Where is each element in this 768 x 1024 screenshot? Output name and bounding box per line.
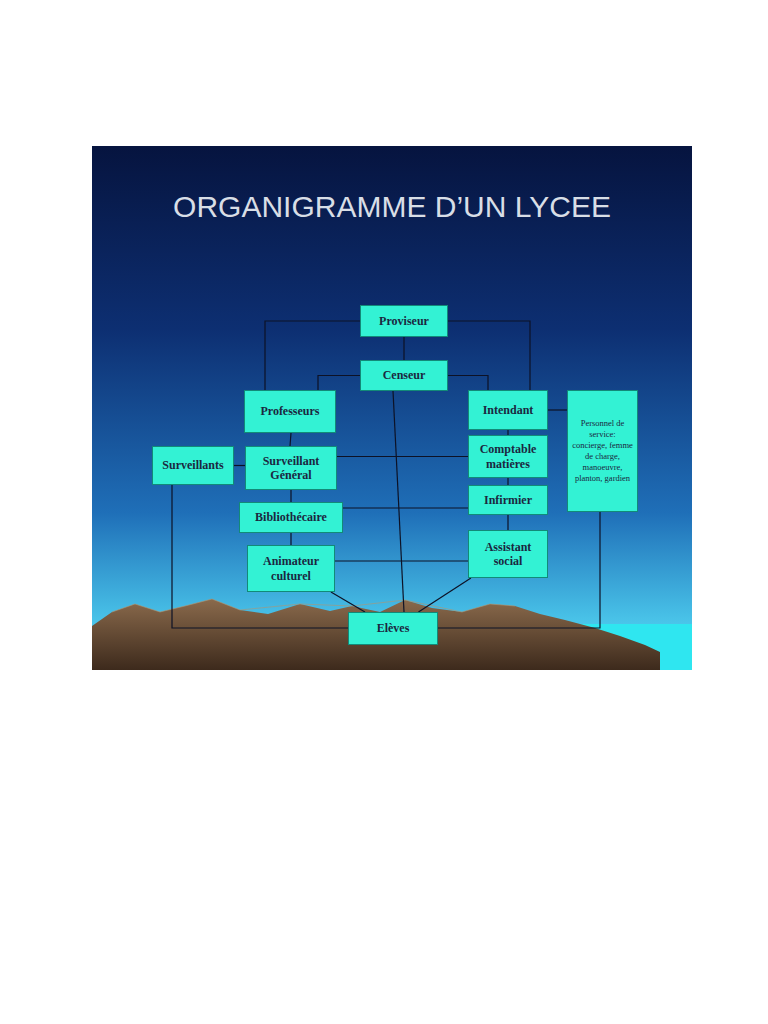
org-box: Infirmier [468,485,548,515]
connector-line [234,465,245,466]
connector-line [290,433,291,446]
connector-line [507,515,508,530]
connector-line [418,578,470,612]
org-box: Censeur [360,360,448,391]
org-box: Surveillants [152,446,234,485]
box-label: Personnel de service: concierge, femme d… [571,418,634,484]
box-label: Assistant social [473,540,543,569]
box-label: Intendant [483,403,534,417]
connector-line [403,337,404,360]
box-label: Censeur [383,368,426,382]
org-box: Assistant social [468,530,548,578]
org-box: Bibliothécaire [239,502,343,533]
connector-line [507,478,508,485]
connector-line [548,409,567,410]
org-box: Proviseur [360,305,448,337]
diagram-title: ORGANIGRAMME D’UN LYCEE [92,190,692,224]
org-box: Professeurs [244,390,336,433]
org-box: Intendant [468,390,548,430]
box-label: Surveillant Général [250,454,332,483]
connector-line [343,507,468,508]
connector-line [290,490,291,502]
connector-line [448,376,488,391]
org-box: Elèves [348,612,438,645]
connector-line [172,485,348,628]
box-label: Comptable matières [473,442,543,471]
connector-line [318,376,360,391]
box-label: Professeurs [260,404,319,418]
org-box: Personnel de service: concierge, femme d… [567,390,638,512]
box-label: Elèves [377,621,410,635]
box-label: Infirmier [484,493,532,507]
box-label: Proviseur [379,314,429,328]
slide-panel [92,146,692,670]
box-label: Bibliothécaire [255,510,327,524]
connector-line [331,592,365,612]
mountains [92,599,660,670]
connector-line [438,512,600,628]
org-box: Comptable matières [468,435,548,478]
org-box: Surveillant Général [245,446,337,490]
connector-line [393,391,404,612]
connector-line [335,560,468,561]
connector-line [290,533,291,545]
box-label: Animateur culturel [252,554,330,583]
org-box: Animateur culturel [247,545,335,592]
connector-line [265,321,360,390]
connector-line [337,456,468,457]
box-label: Surveillants [162,458,223,472]
connector-line [448,321,530,390]
